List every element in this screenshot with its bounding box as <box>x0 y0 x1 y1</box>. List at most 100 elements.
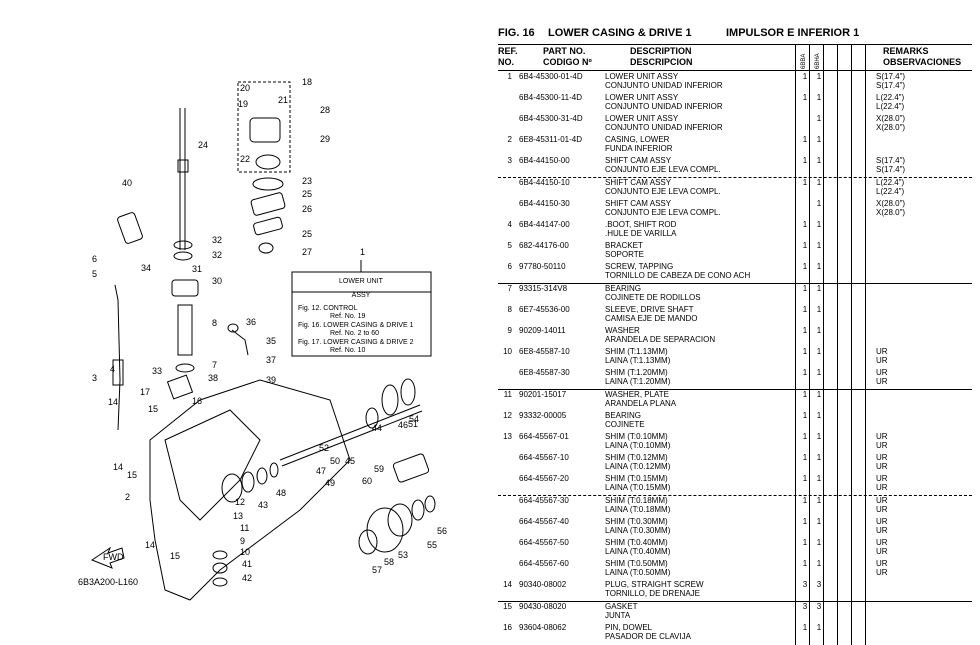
ref-no: 10 <box>503 347 512 356</box>
remark-2: UR <box>876 568 888 577</box>
qty-model-a: 1 <box>802 411 808 420</box>
callout-31: 31 <box>192 264 202 274</box>
callout-33: 33 <box>152 366 162 376</box>
description-es: FUNDA INFERIOR <box>605 144 673 153</box>
qty-model-a: 1 <box>802 93 808 102</box>
callout-5: 5 <box>92 269 97 279</box>
part-no: 6E8-45587-10 <box>519 347 570 356</box>
qty-model-b: 1 <box>816 262 822 271</box>
part-no: 6E7-45536-00 <box>519 305 570 314</box>
callout-37: 37 <box>266 355 276 365</box>
qty-model-b: 3 <box>816 602 822 611</box>
qty-model-a: 1 <box>802 559 808 568</box>
description-en: .BOOT, SHIFT ROD <box>605 220 677 229</box>
description-en: CASING, LOWER <box>605 135 670 144</box>
qty-model-b: 1 <box>816 474 822 483</box>
callout-26: 26 <box>302 204 312 214</box>
qty-model-a: 1 <box>802 368 808 377</box>
callout-52: 52 <box>319 443 329 453</box>
remark-2: UR <box>876 505 888 514</box>
callout-1: 1 <box>360 247 365 257</box>
callout-48: 48 <box>276 488 286 498</box>
callout-25: 25 <box>302 189 312 199</box>
qty-model-b: 1 <box>816 156 822 165</box>
part-no: 90340-08002 <box>519 580 567 589</box>
callout-50: 50 <box>330 456 340 466</box>
callout-6: 6 <box>92 254 97 264</box>
description-en: SHIFT CAM ASSY <box>605 156 672 165</box>
qty-model-a: 1 <box>802 390 808 399</box>
info-box-title: LOWER UNIT <box>339 278 384 285</box>
part-no: 6B4-45300-11-4D <box>519 93 583 102</box>
ref-no: 6 <box>507 262 512 271</box>
callout-30: 30 <box>212 276 222 286</box>
ref-no: 1 <box>507 72 512 81</box>
forward-arrow-icon: FWD <box>90 546 125 569</box>
callout-56: 56 <box>437 526 447 536</box>
callout-34: 34 <box>141 263 151 273</box>
qty-model-a: 1 <box>802 347 808 356</box>
callout-8: 8 <box>212 318 217 328</box>
remark-1: L(22.4") <box>876 93 905 102</box>
part-no: 664-45567-60 <box>519 559 569 568</box>
callout-19: 19 <box>238 99 248 109</box>
qty-model-b: 1 <box>816 72 822 81</box>
part-no: 93604-08062 <box>519 623 567 632</box>
description-en: PLUG, STRAIGHT SCREW <box>605 580 704 589</box>
callout-3: 3 <box>92 373 97 383</box>
part-no: 664-45567-20 <box>519 474 569 483</box>
model-label-b: 6BHA <box>815 53 821 69</box>
description-en: BEARING <box>605 284 642 293</box>
description-es: CONJUNTO EJE LEVA COMPL. <box>605 208 721 217</box>
part-no: 6B4-44147-00 <box>519 220 570 229</box>
info-line-2: Ref. No. 19 <box>330 313 366 320</box>
callout-15: 15 <box>170 551 180 561</box>
description-en: PIN, DOWEL <box>605 623 653 632</box>
callout-54: 54 <box>409 414 419 424</box>
qty-model-a: 1 <box>802 241 808 250</box>
qty-model-b: 1 <box>816 368 822 377</box>
col-part-2: CODIGO Nº <box>543 57 592 67</box>
callout-29: 29 <box>320 134 330 144</box>
remark-2: UR <box>876 356 888 365</box>
ref-no: 16 <box>503 623 512 632</box>
part-no: 93315-314V8 <box>519 284 568 293</box>
part-no: 6B4-45300-01-4D <box>519 72 583 81</box>
part-no: 664-45567-50 <box>519 538 569 547</box>
qty-model-a: 1 <box>802 156 808 165</box>
part-no: 90201-15017 <box>519 390 567 399</box>
info-line-5: Fig. 17. LOWER CASING & DRIVE 2 <box>298 339 414 346</box>
callout-24: 24 <box>198 140 208 150</box>
description-en: SHIM (T:1.20MM) <box>605 368 668 377</box>
callout-17: 17 <box>140 387 150 397</box>
description-es: CONJUNTO UNIDAD INFERIOR <box>605 81 723 90</box>
qty-model-b: 1 <box>816 538 822 547</box>
description-es: LAINA (T:0.18MM) <box>605 505 671 514</box>
description-es: LAINA (T:0.40MM) <box>605 547 671 556</box>
callout-32: 32 <box>212 250 222 260</box>
callout-40: 40 <box>122 178 132 188</box>
callout-49: 49 <box>325 478 335 488</box>
pump-group-box <box>237 81 291 173</box>
part-no: 664-45567-30 <box>519 496 569 505</box>
qty-model-a: 1 <box>802 496 808 505</box>
col-desc-1: DESCRIPTION <box>630 46 692 56</box>
remark-2: UR <box>876 441 888 450</box>
ref-no: 9 <box>507 326 512 335</box>
callout-14: 14 <box>145 540 155 550</box>
remark-1: UR <box>876 496 888 505</box>
description-en: GASKET <box>605 602 638 611</box>
qty-model-b: 1 <box>816 284 822 293</box>
description-en: WASHER, PLATE <box>605 390 670 399</box>
